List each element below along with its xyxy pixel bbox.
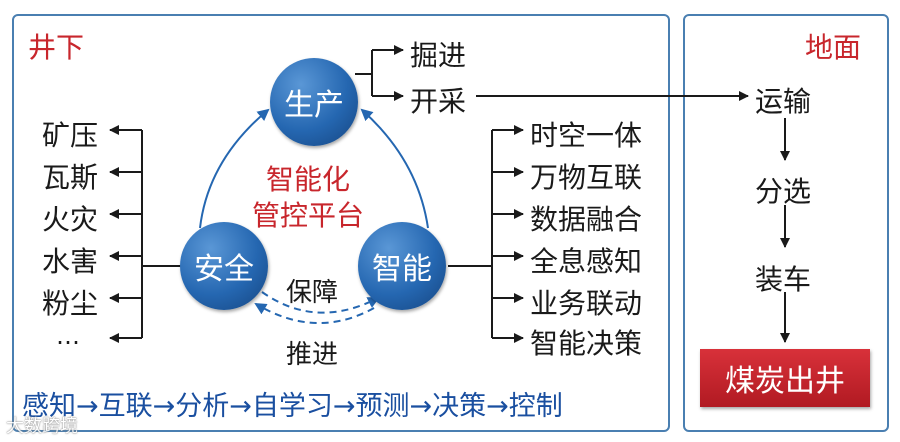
production-item: 开采 — [410, 85, 467, 118]
flow-arrow: → — [486, 391, 509, 422]
promote-label: 推进 — [286, 340, 339, 370]
flow-step: 决策 — [432, 391, 487, 422]
flow-arrow: → — [76, 391, 99, 422]
surface-step: 运输 — [755, 85, 812, 118]
production-label: 生产 — [284, 88, 344, 123]
safety-item: 矿压 — [42, 119, 99, 152]
safety-item: 瓦斯 — [42, 161, 99, 194]
flow-arrow: → — [229, 391, 252, 422]
center-label-line2: 管控平台 — [252, 199, 365, 232]
flow-step: 互联 — [98, 391, 153, 422]
flow-step: 自学习 — [251, 391, 333, 422]
center-label-line1: 智能化 — [266, 163, 351, 196]
surface-step: 装车 — [755, 263, 812, 296]
flow-step: 控制 — [508, 391, 563, 422]
watermark: 大数跨境 — [6, 416, 78, 437]
intelligence-item: 时空一体 — [530, 119, 643, 152]
safety-item: 粉尘 — [42, 287, 99, 320]
flow-step: 分析 — [175, 391, 230, 422]
surface-step: 分选 — [755, 175, 812, 208]
intelligence-item: 业务联动 — [530, 287, 643, 320]
flow-arrow: → — [409, 391, 433, 422]
intelligence-branch — [448, 125, 524, 343]
cycle-arrows — [199, 108, 429, 324]
safety-label: 安全 — [194, 252, 254, 287]
flow-step: 预测 — [355, 391, 410, 422]
flow-arrow: → — [152, 391, 176, 422]
flow-arrow: → — [332, 391, 356, 422]
safety-item: … — [56, 322, 80, 350]
production-node: 生产 — [270, 58, 358, 146]
coal-out-box: 煤炭出井 — [700, 349, 870, 407]
intelligence-item: 万物互联 — [530, 161, 643, 194]
safety-item: 火灾 — [42, 203, 99, 236]
intelligence-item: 数据融合 — [530, 203, 643, 236]
intelligence-item: 智能决策 — [530, 327, 643, 360]
intelligence-item: 全息感知 — [530, 245, 643, 278]
surface-title: 地面 — [805, 31, 862, 64]
safety-node: 安全 — [180, 222, 268, 310]
production-item: 掘进 — [410, 39, 467, 72]
underground-title: 井下 — [28, 31, 85, 64]
intelligence-node: 智能 — [358, 222, 446, 310]
intelligence-label: 智能 — [372, 252, 432, 287]
coal-out-label: 煤炭出井 — [725, 364, 845, 399]
guarantee-label: 保障 — [286, 278, 339, 308]
safety-branch — [109, 125, 183, 343]
production-branch — [355, 45, 749, 101]
flow-step: 感知 — [22, 391, 76, 422]
bottom-flow: 感知→互联→分析→自学习→预测→决策→控制 — [22, 384, 563, 423]
safety-item: 水害 — [42, 245, 99, 278]
